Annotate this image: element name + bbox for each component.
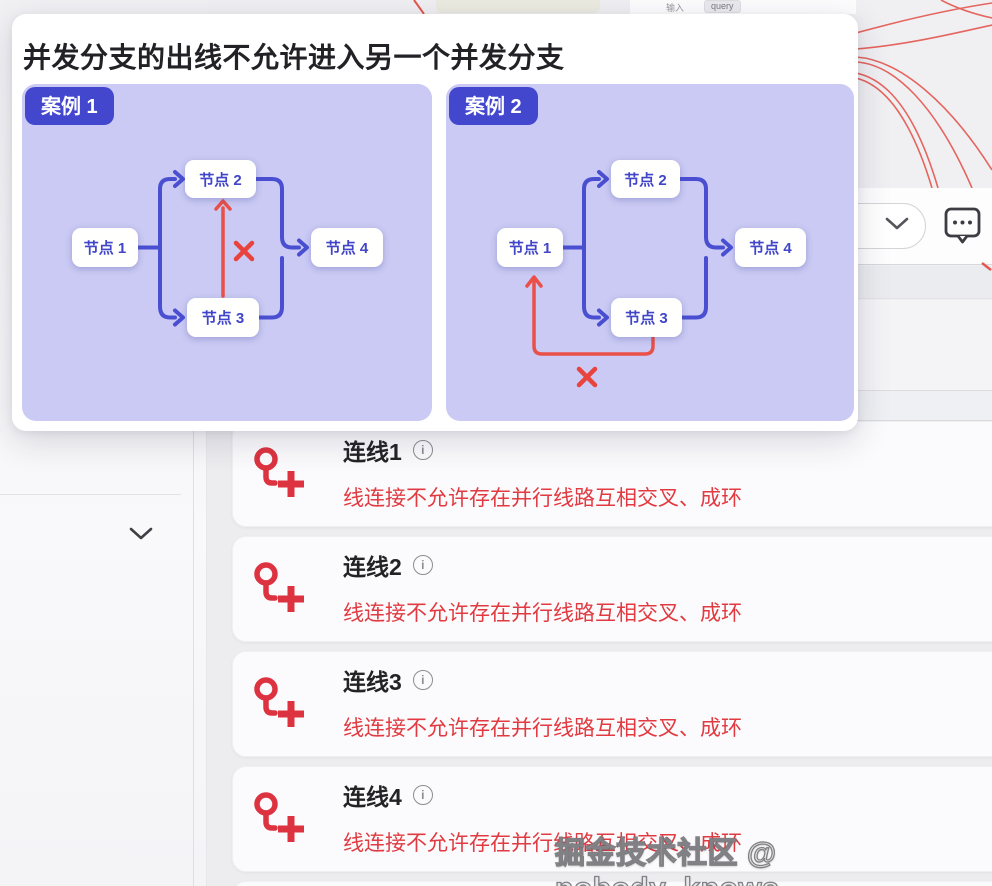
background-toolbar-fragment — [436, 0, 600, 13]
connection-error-message: 线连接不允许存在并行线路互相交叉、成环 — [343, 487, 742, 510]
connection-error-item-1[interactable]: 连线1 i 线连接不允许存在并行线路互相交叉、成环 — [232, 421, 992, 527]
connection-error-message: 线连接不允许存在并行线路互相交叉、成环 — [343, 832, 742, 855]
case2-node-2: 节点 2 — [611, 160, 680, 198]
invalid-cross-mark — [576, 366, 598, 388]
collapse-chevron-icon[interactable] — [128, 526, 154, 547]
connection-error-item-2[interactable]: 连线2 i 线连接不允许存在并行线路互相交叉、成环 — [232, 536, 992, 642]
case1-node-3: 节点 3 — [187, 298, 259, 337]
flow-edge-fragment — [410, 0, 430, 15]
background-input-fragment: 输入 query — [630, 0, 858, 14]
node-label: 节点 4 — [749, 240, 792, 257]
case-2-diagram — [525, 170, 733, 388]
chevron-down-icon[interactable] — [883, 215, 911, 238]
case-2-panel: 节点 1 节点 2 节点 3 节点 4 案例 2 — [446, 84, 854, 421]
case2-node-3: 节点 3 — [611, 298, 682, 337]
node-label: 节点 4 — [325, 240, 369, 257]
case-1-badge: 案例 1 — [25, 87, 114, 125]
vertical-divider — [206, 422, 207, 886]
connection-error-message: 线连接不允许存在并行线路互相交叉、成环 — [343, 602, 742, 625]
flow-edge-fragment — [980, 260, 992, 272]
info-icon[interactable]: i — [412, 785, 433, 805]
query-variable-chip: query — [704, 0, 741, 13]
connection-add-icon — [252, 561, 310, 619]
connection-title: 连线1 — [343, 439, 402, 465]
node-label: 节点 1 — [83, 240, 127, 257]
case-2-badge: 案例 2 — [449, 87, 538, 125]
watermark: 掘金技术社区 @ nobody_knows — [554, 836, 779, 886]
case2-node-4: 节点 4 — [735, 228, 806, 267]
node-label: 节点 2 — [199, 171, 242, 189]
connection-add-icon — [252, 676, 310, 734]
node-label: 节点 1 — [508, 240, 552, 257]
connection-title: 连线3 — [343, 669, 402, 695]
case-1-panel: 节点 1 节点 2 节点 3 节点 4 案例 1 — [22, 84, 432, 421]
case1-node-1: 节点 1 — [72, 228, 138, 267]
node-label: 节点 3 — [201, 310, 245, 327]
info-icon[interactable]: i — [412, 555, 433, 575]
node-label: 节点 3 — [625, 310, 668, 327]
connection-title: 连线4 — [343, 784, 402, 810]
flow-edges-canvas — [856, 0, 992, 188]
connection-add-icon — [252, 791, 310, 849]
vertical-divider — [193, 422, 194, 886]
connection-title: 连线2 — [343, 554, 402, 580]
case1-node-2: 节点 2 — [185, 160, 256, 198]
case-1-diagram — [136, 170, 309, 327]
case2-node-1: 节点 1 — [497, 228, 563, 267]
invalid-cross-mark — [233, 240, 255, 262]
connection-error-message: 线连接不允许存在并行线路互相交叉、成环 — [343, 717, 742, 740]
rule-title: 并发分支的出线不允许进入另一个并发分支 — [23, 42, 565, 73]
comment-bubble-icon[interactable] — [944, 206, 982, 253]
connection-add-icon — [252, 446, 310, 504]
connection-error-item-3[interactable]: 连线3 i 线连接不允许存在并行线路互相交叉、成环 — [232, 651, 992, 757]
case1-node-4: 节点 4 — [311, 228, 383, 267]
node-label: 节点 2 — [624, 171, 667, 189]
info-icon[interactable]: i — [412, 670, 433, 690]
horizontal-divider — [0, 494, 181, 495]
connection-error-item-4[interactable]: 连线4 i 线连接不允许存在并行线路互相交叉、成环 — [232, 766, 992, 872]
input-label-fragment: 输入 — [666, 3, 685, 13]
rule-tooltip-popup: 并发分支的出线不允许进入另一个并发分支 — [12, 14, 858, 431]
info-icon[interactable]: i — [412, 440, 433, 460]
